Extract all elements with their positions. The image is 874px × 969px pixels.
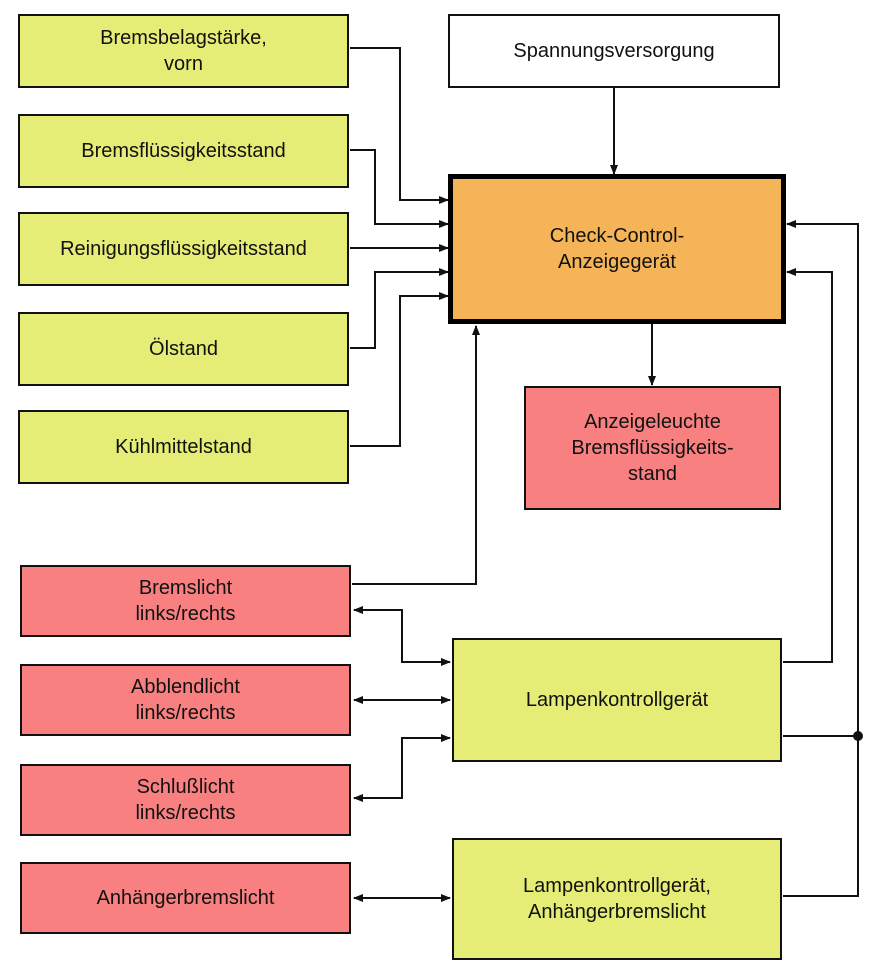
- wire-coolant: [350, 292, 449, 447]
- lamp-trailer-brake-light-box: Anhängerbremslicht: [20, 862, 351, 934]
- sensor-washer-fluid-box: Reinigungsflüssigkeitsstand: [18, 212, 349, 286]
- sensor-oil-box: Ölstand: [18, 312, 349, 386]
- indicator-label: Anzeigeleuchte Bremsflüssigkeits- stand: [571, 411, 734, 485]
- lamp-low-beam-box: Abblendlicht links/rechts: [20, 664, 351, 736]
- supply-box: Spannungsversorgung: [448, 14, 780, 88]
- lamp-tail-light-box: Schlußlicht links/rechts: [20, 764, 351, 836]
- wire-brakelight-central: [352, 325, 480, 585]
- central-box: Check-Control- Anzeigegerät: [448, 174, 786, 324]
- sensor-label: Bremsbelagstärke, vorn: [100, 27, 267, 75]
- wire-brake-fluid: [350, 149, 449, 228]
- lamp-label: Anhängerbremslicht: [96, 887, 275, 909]
- wire-oil: [350, 268, 449, 349]
- controller-label: Lampenkontrollgerät: [525, 689, 709, 711]
- lamp-label: Bremslicht links/rechts: [135, 577, 236, 625]
- supply-label: Spannungsversorgung: [513, 40, 715, 62]
- sensor-label: Bremsflüssigkeitsstand: [81, 140, 286, 162]
- lamp-label: Schlußlicht links/rechts: [135, 776, 236, 824]
- sensor-brake-fluid-box: Bremsflüssigkeitsstand: [18, 114, 349, 188]
- wire-trailer-bus: [783, 220, 859, 897]
- indicator-box: Anzeigeleuchte Bremsflüssigkeits- stand: [524, 386, 781, 510]
- lamp-controller-box: Lampenkontrollgerät: [452, 638, 782, 762]
- central-label: Check-Control- Anzeigegerät: [549, 225, 685, 273]
- sensor-label: Kühlmittelstand: [115, 436, 252, 458]
- wire-brake-pad: [350, 47, 449, 204]
- junction-dot: [853, 731, 863, 741]
- trailer-lamp-controller-box: Lampenkontrollgerät, Anhängerbremslicht: [452, 838, 782, 960]
- controller-label: Lampenkontrollgerät, Anhängerbremslicht: [523, 875, 711, 923]
- sensor-label: Ölstand: [149, 338, 218, 360]
- sensor-brake-pad-box: Bremsbelagstärke, vorn: [18, 14, 349, 88]
- lamp-label: Abblendlicht links/rechts: [131, 676, 240, 724]
- wire-taillight-controller: [353, 734, 451, 802]
- wire-brakelight-controller: [353, 606, 451, 666]
- sensor-coolant-box: Kühlmittelstand: [18, 410, 349, 484]
- wire-controller-central: [783, 268, 833, 663]
- lamp-brake-light-box: Bremslicht links/rechts: [20, 565, 351, 637]
- sensor-label: Reinigungsflüssigkeitsstand: [60, 238, 307, 260]
